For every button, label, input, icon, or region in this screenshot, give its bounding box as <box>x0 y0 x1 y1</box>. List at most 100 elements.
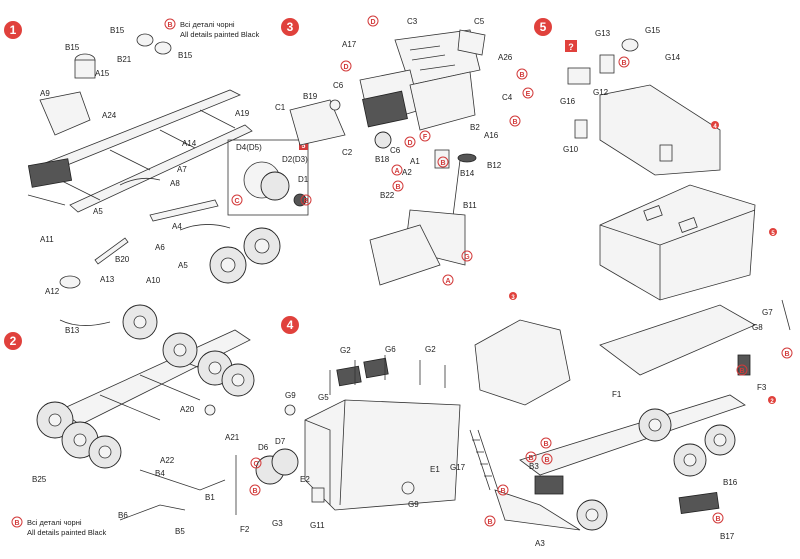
step-1-badge <box>4 21 22 39</box>
label: G12 <box>593 88 609 97</box>
label: E1 <box>430 465 440 474</box>
label: A22 <box>160 456 175 465</box>
roof-hatch-1 <box>643 205 663 221</box>
label: G17 <box>450 463 466 472</box>
svg-text:5: 5 <box>771 231 775 237</box>
svg-text:B: B <box>739 368 744 375</box>
svg-text:2: 2 <box>770 399 774 405</box>
svg-text:B: B <box>500 488 505 495</box>
svg-text:?: ? <box>568 42 574 52</box>
tire-d2 <box>260 171 290 201</box>
step-4-markers: C B <box>249 457 262 496</box>
label: G9 <box>285 391 296 400</box>
leaf-springs <box>119 177 231 231</box>
svg-text:B: B <box>303 198 308 205</box>
label: B13 <box>65 326 80 335</box>
label: G14 <box>665 53 681 62</box>
part-g16 <box>567 67 591 85</box>
label: A21 <box>225 433 240 442</box>
step-3-markers: D D B E B F D B A B G A <box>340 15 534 286</box>
label: F2 <box>240 525 250 534</box>
step-b17 <box>678 491 720 515</box>
pipe-b1 <box>139 469 226 491</box>
svg-text:B: B <box>784 351 789 358</box>
label: B20 <box>115 255 130 264</box>
label: B6 <box>118 511 128 520</box>
svg-text:B: B <box>167 22 172 29</box>
vent-g5 <box>336 365 362 387</box>
svg-text:4: 4 <box>713 124 717 130</box>
part-g9-left <box>284 404 296 416</box>
label: B2 <box>470 123 480 132</box>
step-1-number: 1 <box>10 23 17 37</box>
label: B16 <box>723 478 738 487</box>
drive-shaft <box>149 199 219 222</box>
label: B18 <box>375 155 390 164</box>
svg-text:B: B <box>487 519 492 526</box>
label: A5 <box>178 261 188 270</box>
svg-text:B: B <box>528 455 533 462</box>
label: B11 <box>463 201 477 210</box>
svg-text:D: D <box>343 64 348 71</box>
svg-text:B: B <box>14 520 19 527</box>
step-1: 1 B Всі деталі чорні All details painted… <box>4 18 312 340</box>
svg-text:A: A <box>445 278 450 285</box>
van-body <box>599 184 756 301</box>
part-a12 <box>59 275 81 289</box>
label: G15 <box>645 26 661 35</box>
svg-text:B: B <box>252 488 257 495</box>
svg-text:D: D <box>370 19 375 26</box>
svg-text:B: B <box>715 516 720 523</box>
wheel-b18 <box>374 131 392 149</box>
svg-text:B: B <box>621 60 626 67</box>
tank-b15-b <box>136 33 154 47</box>
bumper-a3 <box>494 489 581 531</box>
step-2: 2 A20 A21 A22 B4 B25 B1 B6 B5 F2 B <box>4 329 255 537</box>
svg-text:B: B <box>544 457 549 464</box>
step-1-markers: C B <box>231 194 312 206</box>
frame-crossmembers <box>59 109 236 201</box>
step-2-badge <box>4 332 22 350</box>
label: G2 <box>340 346 351 355</box>
label: A2 <box>402 168 412 177</box>
label: A17 <box>342 40 357 49</box>
flatbed-f1 <box>599 304 756 376</box>
note-line-ua: Всі деталі чорні <box>180 20 235 29</box>
label: A8 <box>170 179 180 188</box>
label: G9 <box>408 500 419 509</box>
part-g7 <box>781 299 791 331</box>
svg-text:3: 3 <box>511 295 515 301</box>
label: C1 <box>275 103 286 112</box>
step-3-labels: C3 C5 A17 A26 C4 B19 C6 C1 C2 B2 A16 B18… <box>275 17 513 210</box>
step-4-number: 4 <box>287 318 294 332</box>
label: G11 <box>310 521 325 530</box>
grille <box>362 90 408 128</box>
label: G7 <box>762 308 773 317</box>
svg-text:B: B <box>512 119 517 126</box>
cab-front <box>409 71 476 131</box>
label: B21 <box>117 55 132 64</box>
body-box-e1 <box>304 399 461 511</box>
label: A4 <box>172 222 182 231</box>
label: A19 <box>235 109 250 118</box>
label: C5 <box>474 17 485 26</box>
label: A14 <box>182 139 197 148</box>
svg-text:A: A <box>394 168 399 175</box>
label: C2 <box>342 148 353 157</box>
frame-rail-lower <box>69 124 253 213</box>
svg-text:B: B <box>519 72 524 79</box>
tank-b15-c <box>154 41 172 55</box>
step-5: 5 4 ? 5 3 2 <box>474 18 793 548</box>
svg-text:E: E <box>526 91 531 98</box>
label: A1 <box>410 157 420 166</box>
label: B15 <box>65 43 80 52</box>
svg-text:C: C <box>234 198 239 205</box>
note-marker-icon <box>164 18 176 30</box>
step-4-badge <box>281 316 299 334</box>
label: A20 <box>180 405 195 414</box>
label: A26 <box>498 53 513 62</box>
label: D4(D5) <box>236 143 262 152</box>
step-5-labels: G13 G15 G14 G16 G12 G10 G7 G8 F3 F1 B3 B… <box>529 26 773 548</box>
part-b12 <box>457 153 477 163</box>
